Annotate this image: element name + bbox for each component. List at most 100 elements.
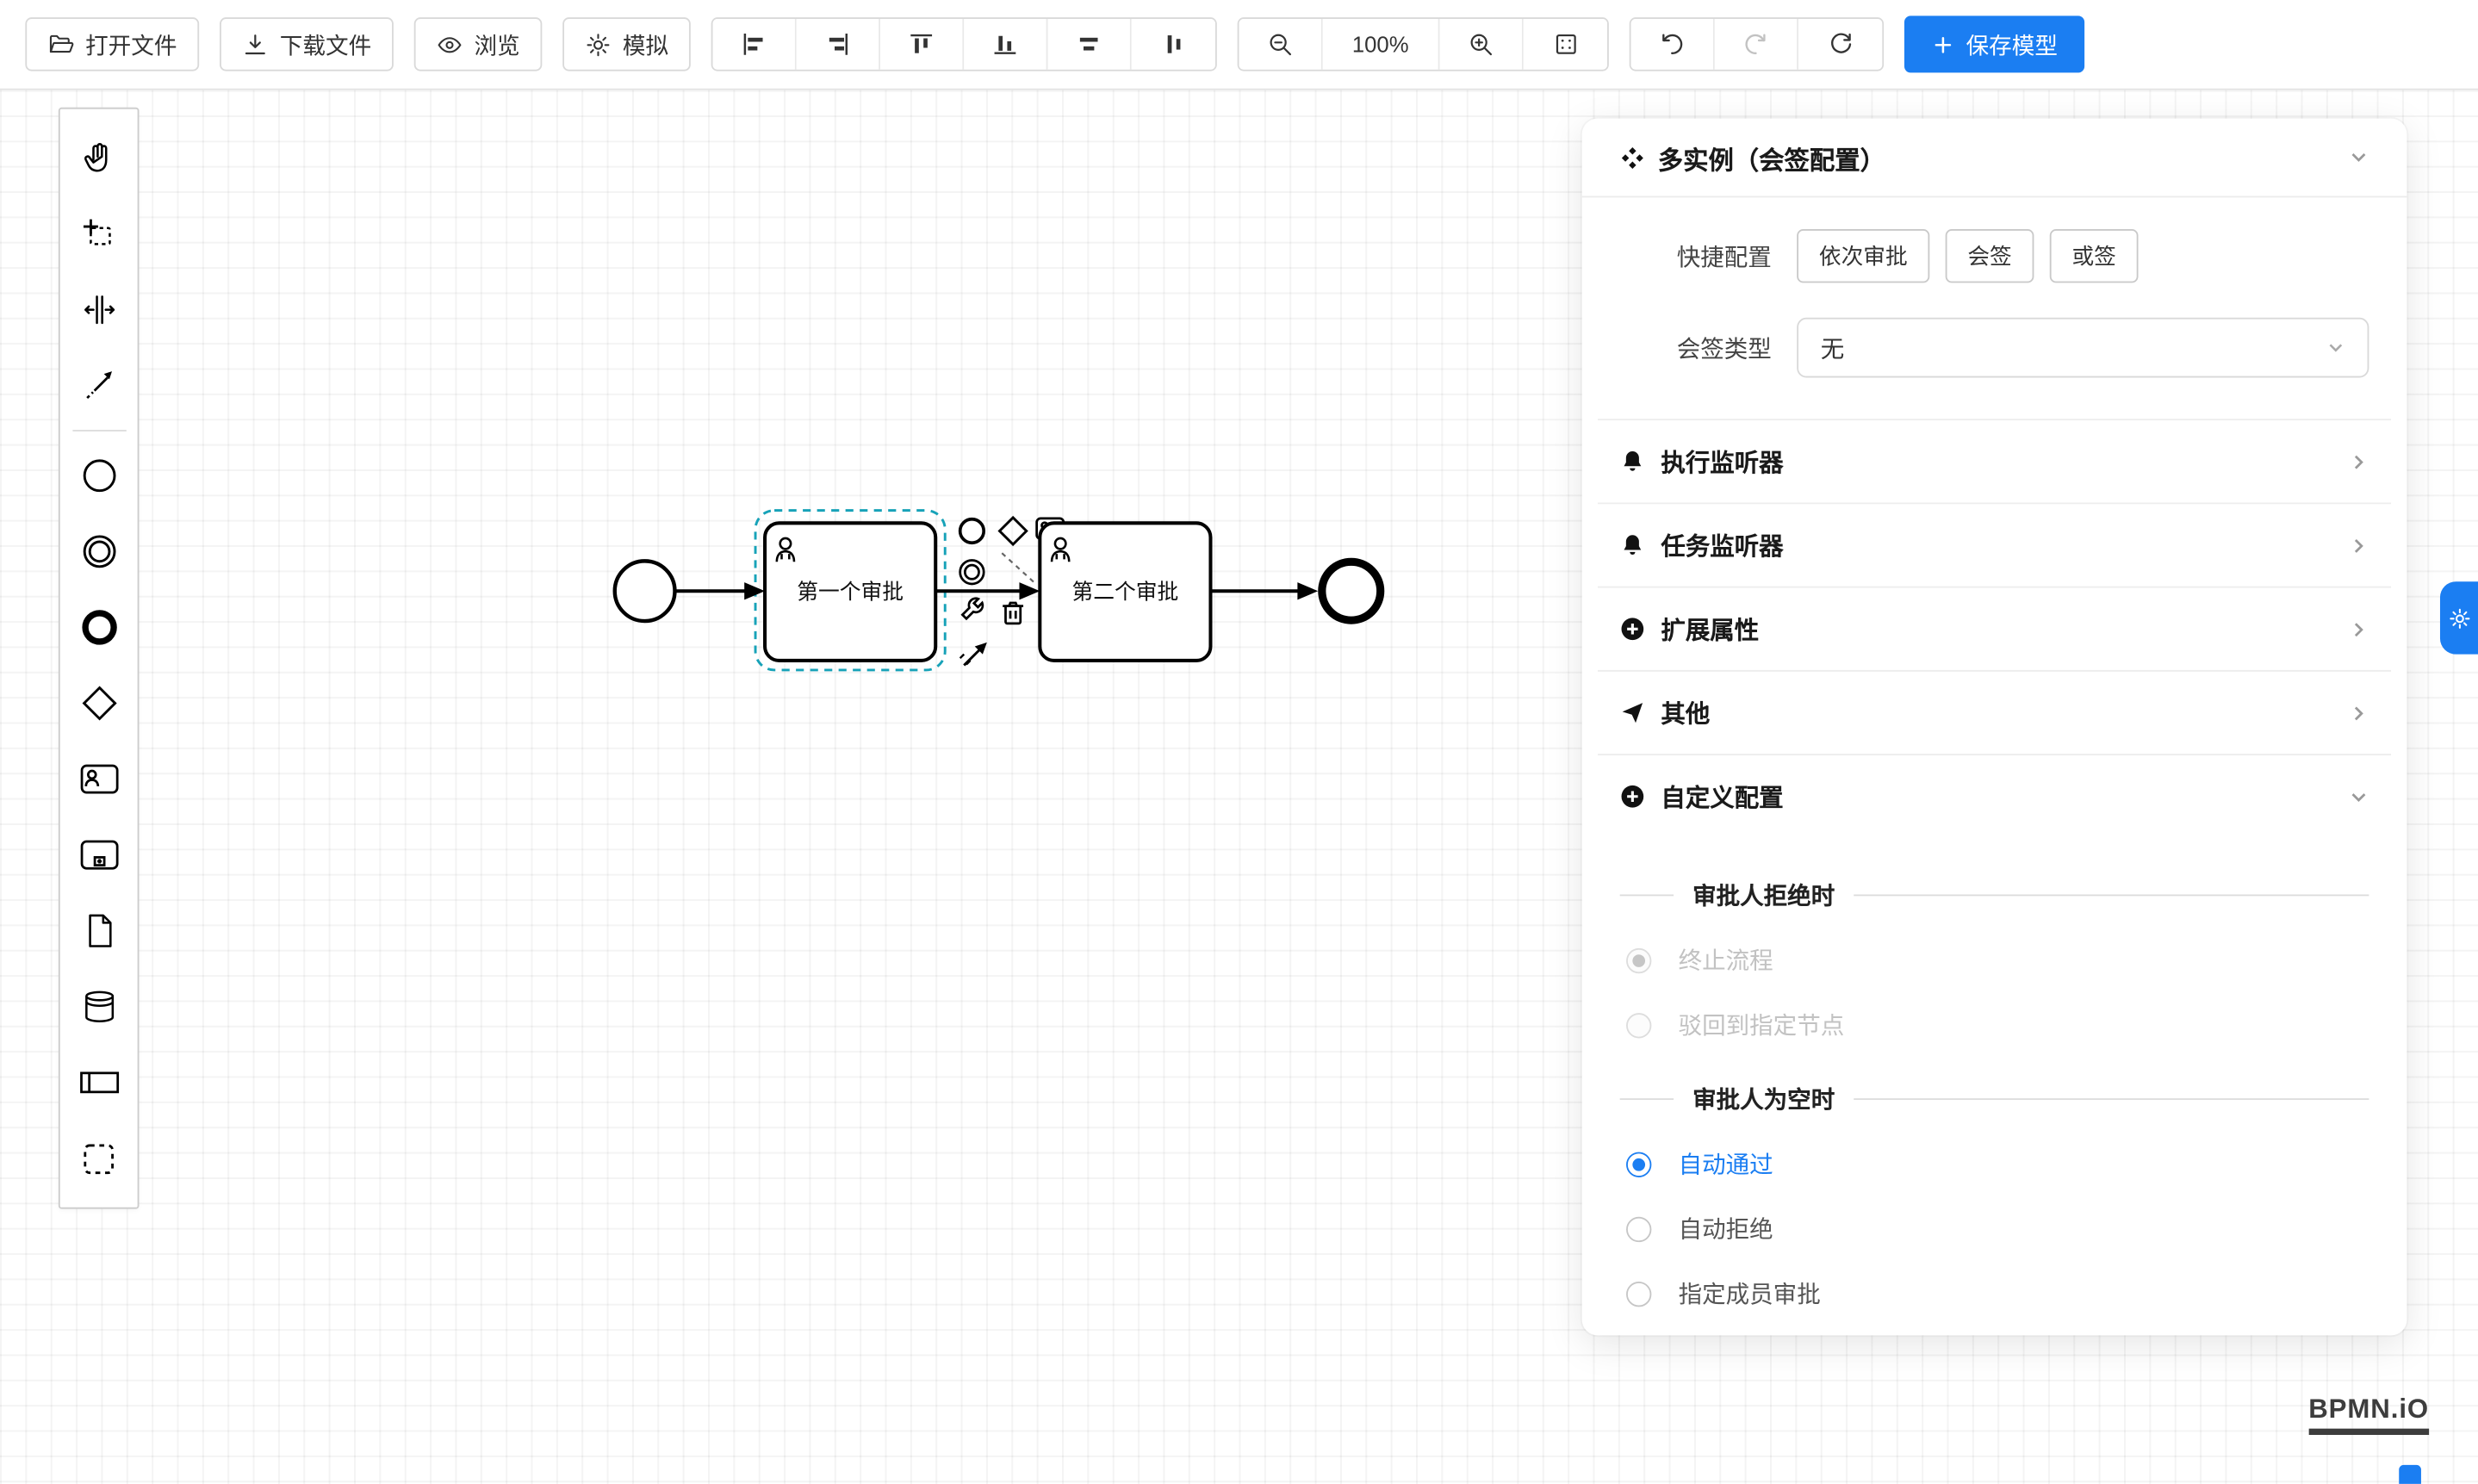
open-file-label: 打开文件 bbox=[85, 34, 177, 59]
sequence-flow-1[interactable] bbox=[674, 582, 766, 600]
align-bottom-button[interactable] bbox=[964, 19, 1048, 70]
divider bbox=[1598, 669, 2392, 672]
user-task-icon bbox=[775, 537, 796, 562]
radio-auto-pass[interactable]: 自动通过 bbox=[1626, 1147, 2369, 1181]
save-model-button[interactable]: 保存模型 bbox=[1904, 16, 2085, 73]
gear-sun-icon bbox=[587, 33, 610, 56]
align-right-icon bbox=[829, 33, 848, 55]
radio-label: 自动通过 bbox=[1678, 1152, 1773, 1179]
create-gateway[interactable] bbox=[60, 665, 138, 741]
connect-preview-line bbox=[1001, 552, 1038, 586]
create-end-event[interactable] bbox=[60, 589, 138, 665]
hand-tool[interactable] bbox=[60, 120, 138, 196]
download-file-label: 下载文件 bbox=[279, 34, 372, 59]
preview-button[interactable]: 浏览 bbox=[413, 17, 543, 71]
reset-button[interactable] bbox=[1798, 19, 1883, 70]
wrench-icon[interactable] bbox=[960, 597, 984, 621]
multi-instance-config: 快捷配置 依次审批 会签 或签 会签类型 无 bbox=[1582, 197, 2407, 419]
radio-button bbox=[1626, 1012, 1652, 1038]
download-file-button[interactable]: 下载文件 bbox=[220, 17, 394, 71]
section-custom-config[interactable]: 自定义配置 bbox=[1582, 755, 2407, 837]
chip-countersign[interactable]: 会签 bbox=[1945, 229, 2034, 283]
user-task-icon bbox=[79, 764, 118, 794]
redo-button[interactable] bbox=[1714, 19, 1799, 70]
sign-type-label: 会签类型 bbox=[1676, 335, 1772, 363]
append-gateway-icon[interactable] bbox=[997, 515, 1028, 547]
palette-separator bbox=[71, 430, 126, 432]
create-data-object[interactable] bbox=[60, 893, 138, 969]
settings-tab[interactable] bbox=[2439, 581, 2478, 655]
simulate-button[interactable]: 模拟 bbox=[562, 17, 691, 71]
open-file-button[interactable]: 打开文件 bbox=[25, 17, 200, 71]
quick-config-label: 快捷配置 bbox=[1676, 244, 1772, 271]
radio-label: 自动拒绝 bbox=[1678, 1216, 1773, 1245]
sign-type-select[interactable]: 无 bbox=[1797, 317, 2369, 378]
lasso-icon bbox=[83, 219, 110, 245]
chip-or-sign[interactable]: 或签 bbox=[2049, 229, 2139, 283]
radio-auto-reject[interactable]: 自动拒绝 bbox=[1626, 1212, 2369, 1245]
divider bbox=[1598, 502, 2392, 505]
empty-group-header: 审批人为空时 bbox=[1619, 1083, 2369, 1116]
start-event-icon bbox=[82, 459, 115, 493]
radio-button[interactable] bbox=[1626, 1151, 1652, 1177]
task1-label: 第一个审批 bbox=[797, 580, 904, 604]
align-top-button[interactable] bbox=[879, 19, 965, 70]
section-extended-properties[interactable]: 扩展属性 bbox=[1582, 588, 2407, 670]
append-end-event-icon[interactable] bbox=[958, 517, 986, 545]
multi-instance-section-header[interactable]: 多实例（会签配置） bbox=[1581, 119, 2407, 198]
element-palette bbox=[58, 107, 140, 1209]
sequence-flow-3[interactable] bbox=[1210, 582, 1319, 600]
gateway-icon bbox=[81, 686, 116, 721]
zoom-in-button[interactable] bbox=[1439, 19, 1524, 70]
section-other[interactable]: 其他 bbox=[1582, 672, 2407, 754]
refresh-icon bbox=[1830, 33, 1851, 53]
create-start-event[interactable] bbox=[60, 438, 138, 513]
align-middle-vertical-button[interactable] bbox=[1131, 19, 1215, 70]
zoom-out-icon bbox=[1270, 34, 1292, 56]
section-task-listener[interactable]: 任务监听器 bbox=[1582, 504, 2407, 586]
radio-label: 指定成员审批 bbox=[1678, 1282, 1821, 1309]
create-intermediate-event[interactable] bbox=[60, 513, 138, 589]
create-user-task[interactable] bbox=[60, 742, 138, 817]
top-toolbar: 打开文件 下载文件 浏览 模拟 bbox=[0, 0, 2478, 90]
radio-button[interactable] bbox=[1626, 1281, 1652, 1307]
space-tool[interactable] bbox=[60, 272, 138, 348]
section-execution-listener[interactable]: 执行监听器 bbox=[1582, 420, 2407, 502]
radio-assign-member[interactable]: 指定成员审批 bbox=[1626, 1277, 2369, 1311]
trash-icon[interactable] bbox=[1003, 601, 1024, 625]
reject-group-header: 审批人拒绝时 bbox=[1619, 879, 2369, 912]
align-left-button[interactable] bbox=[712, 19, 797, 70]
create-participant[interactable] bbox=[60, 1045, 138, 1121]
minimized-widget[interactable] bbox=[2399, 1464, 2421, 1484]
align-center-horizontal-button[interactable] bbox=[1047, 19, 1132, 70]
bpmn-io-logo: BPMN.iO bbox=[2308, 1394, 2430, 1436]
folder-open-icon bbox=[49, 34, 74, 53]
zoom-group: 100% bbox=[1237, 17, 1609, 71]
lasso-tool[interactable] bbox=[60, 196, 138, 272]
section-label: 扩展属性 bbox=[1661, 618, 1760, 645]
chevron-right-icon bbox=[2354, 705, 2363, 720]
save-model-label: 保存模型 bbox=[1966, 34, 2058, 59]
append-intermediate-event-icon[interactable] bbox=[959, 559, 985, 586]
undo-button[interactable] bbox=[1630, 19, 1715, 70]
align-center-horizontal-icon bbox=[1079, 37, 1098, 51]
end-event[interactable] bbox=[1318, 557, 1385, 624]
start-event[interactable] bbox=[612, 559, 677, 624]
create-data-store[interactable] bbox=[60, 969, 138, 1045]
chip-sequential-approval[interactable]: 依次审批 bbox=[1797, 229, 1930, 283]
zoom-out-button[interactable] bbox=[1239, 19, 1323, 70]
task-second-approval[interactable]: 第二个审批 bbox=[1038, 521, 1213, 662]
align-right-button[interactable] bbox=[796, 19, 880, 70]
create-group[interactable] bbox=[60, 1121, 138, 1196]
global-connect-icon[interactable] bbox=[959, 642, 987, 667]
create-subprocess[interactable] bbox=[60, 817, 138, 893]
task-first-approval[interactable]: 第一个审批 bbox=[763, 521, 938, 662]
fit-viewport-button[interactable] bbox=[1523, 19, 1608, 70]
radio-button[interactable] bbox=[1626, 1215, 1652, 1242]
sequence-flow-2[interactable] bbox=[935, 582, 1040, 600]
global-connect-tool[interactable] bbox=[60, 348, 138, 424]
align-middle-vertical-icon bbox=[1166, 35, 1180, 53]
undo-icon bbox=[1662, 34, 1683, 55]
document-icon bbox=[88, 914, 111, 947]
